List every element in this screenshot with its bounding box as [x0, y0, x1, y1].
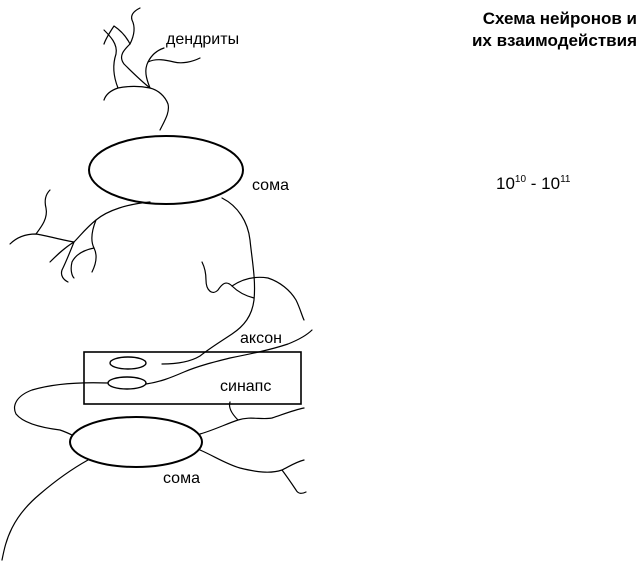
dendrite-branch [103, 25, 151, 89]
dendrite-branch [228, 401, 239, 421]
dendrite-branch [49, 201, 151, 263]
neuron-count-low-base: 10 [496, 174, 515, 193]
dendrite-branch [60, 241, 75, 283]
neuron-count-low-exponent: 10 [514, 174, 527, 185]
incoming-axon [145, 329, 313, 385]
dendrites-label: дендриты [166, 31, 239, 48]
dendrite-branch [145, 47, 165, 89]
neuron-count-separator: - [526, 174, 542, 193]
synapse-terminal-upper [109, 356, 147, 370]
dendrite-branch [281, 469, 307, 494]
axon [161, 197, 256, 365]
axon-label: аксон [240, 330, 282, 347]
neuron-count-high-exponent: 11 [560, 174, 571, 185]
neuron-count: 1010 - 1011 [496, 174, 570, 194]
synapse-terminal-lower [107, 376, 147, 390]
diagram-title: Схема нейронов и их взаимодействия [405, 8, 637, 52]
dendrite-branch [199, 449, 305, 473]
dendrite-branch [103, 29, 119, 89]
axon-branch [201, 261, 255, 299]
soma-upper-label: сома [252, 177, 289, 194]
dendrite-branch [91, 219, 97, 273]
soma-lower-label: сома [163, 470, 200, 487]
lower-dendrites [1, 401, 307, 561]
synapse-label: синапс [220, 378, 271, 395]
diagram-title-line-2: их взаимодействия [471, 31, 637, 50]
soma-upper [88, 135, 244, 205]
dendrite-branch [35, 189, 51, 235]
dendrite-branch [129, 7, 141, 45]
diagram-title-line-1: Схема нейронов и [482, 9, 637, 28]
neuron-count-high-base: 10 [541, 174, 561, 193]
left-dendrites [9, 189, 151, 283]
upper-dendrites [103, 7, 201, 131]
dendrite-branch [103, 85, 170, 131]
postsynaptic-dendrite [13, 382, 109, 437]
dendrite-branch [1, 459, 89, 561]
axon-branch [231, 276, 305, 321]
dendrite-branch [70, 247, 95, 279]
dendrite-branch [199, 407, 305, 435]
dendrite-branch [147, 57, 201, 64]
dendrite-branch [9, 233, 75, 245]
synapse-box [83, 351, 302, 405]
soma-lower [69, 416, 203, 468]
